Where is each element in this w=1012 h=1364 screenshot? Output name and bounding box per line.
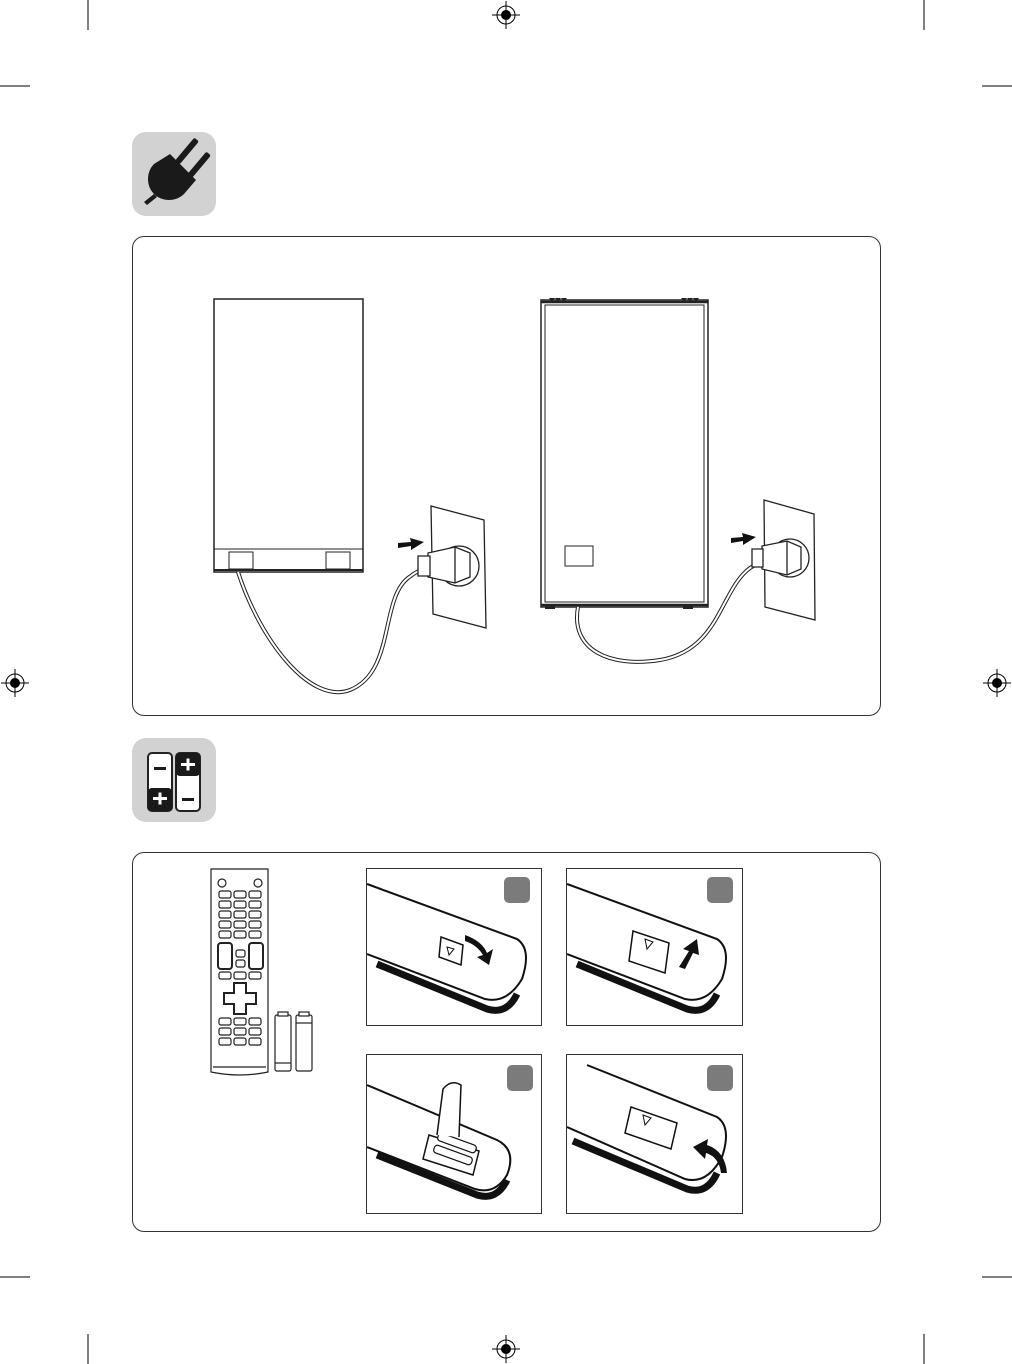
remote-button	[219, 931, 231, 938]
remote-button	[249, 901, 261, 908]
remote-button	[234, 911, 246, 918]
remote-button	[219, 1018, 231, 1025]
step-insert-batteries	[366, 1054, 542, 1214]
step-badge	[707, 1065, 733, 1091]
remote-button	[219, 891, 231, 898]
remote-button	[219, 972, 231, 979]
remote-button	[236, 950, 245, 957]
step-badge	[504, 877, 530, 903]
remote-button	[219, 921, 231, 928]
step-close-cover	[566, 1054, 743, 1214]
remote-button	[249, 1018, 261, 1025]
remote-button	[219, 1038, 231, 1045]
remote-button	[234, 972, 246, 979]
remote-button	[249, 891, 261, 898]
remote-button	[234, 1018, 246, 1025]
step-open-cover	[366, 868, 542, 1026]
remote-button	[249, 921, 261, 928]
battery-aaa-right	[296, 1012, 312, 1071]
remote-button	[236, 960, 245, 967]
remote-button	[219, 911, 231, 918]
remote-button	[234, 931, 246, 938]
remote-button	[234, 891, 246, 898]
remote-button	[234, 921, 246, 928]
remote-button	[249, 972, 261, 979]
remote-button	[234, 901, 246, 908]
remote-button	[249, 931, 261, 938]
battery-aaa-left	[275, 1012, 291, 1071]
step-lift-cover	[566, 868, 743, 1026]
remote-control	[211, 869, 268, 1075]
remote-button	[234, 1038, 246, 1045]
remote-button	[249, 1028, 261, 1035]
remote-button	[249, 911, 261, 918]
step-badge	[507, 1065, 533, 1091]
remote-button	[249, 1038, 261, 1045]
remote-button	[219, 901, 231, 908]
remote-button	[219, 1028, 231, 1035]
remote-button	[234, 1028, 246, 1035]
step-badge	[707, 877, 733, 903]
